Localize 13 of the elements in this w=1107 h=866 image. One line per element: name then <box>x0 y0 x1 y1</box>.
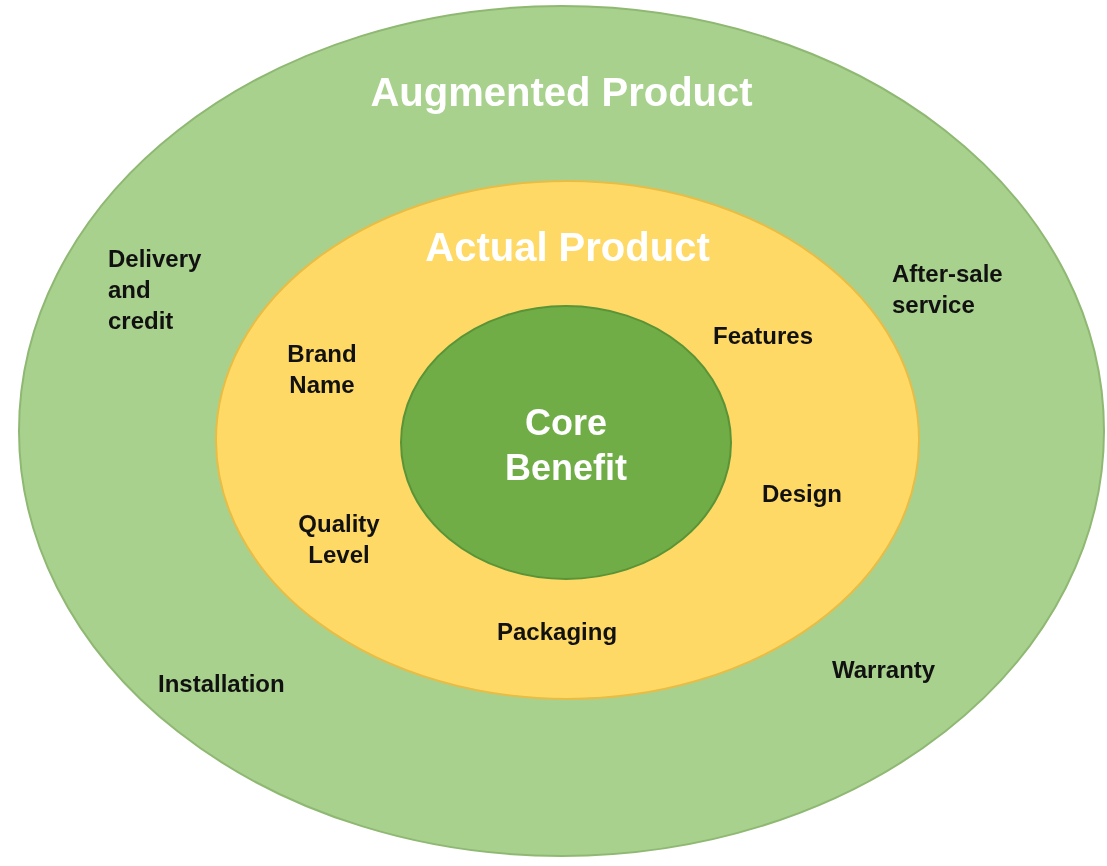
component-label: Quality Level <box>297 509 381 570</box>
ring-title: Core Benefit <box>504 401 628 490</box>
component-label: Delivery and credit <box>108 244 203 336</box>
component-label: After-sale service <box>892 259 1004 320</box>
ring-title: Augmented Product <box>369 69 754 116</box>
component-label: Warranty <box>832 655 937 685</box>
outer-ellipse <box>18 5 1105 857</box>
component-label: Packaging <box>497 617 619 647</box>
ring-title: Actual Product <box>424 224 711 271</box>
component-label: Features <box>713 321 815 351</box>
component-label: Installation <box>158 669 286 699</box>
component-label: Design <box>762 479 843 509</box>
component-label: Brand Name <box>286 339 358 400</box>
